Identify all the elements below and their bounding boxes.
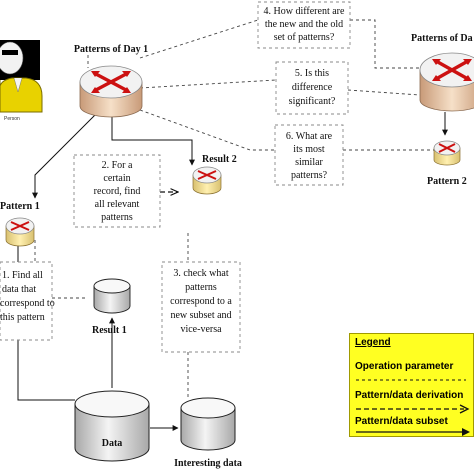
svg-text:this pattern: this pattern xyxy=(0,312,45,323)
legend-solid-arrow-icon xyxy=(356,428,470,436)
legend-dashed-arrow-icon xyxy=(356,404,470,414)
interesting-data-label: Interesting data xyxy=(174,458,242,469)
svg-text:significant?: significant? xyxy=(289,96,336,107)
dash-line-note4-to-day2 xyxy=(350,19,420,69)
legend-title: Legend xyxy=(355,337,391,348)
svg-text:the new and the old: the new and the old xyxy=(265,19,343,30)
result2-label: Result 2 xyxy=(202,154,237,165)
svg-text:correspond to: correspond to xyxy=(0,298,55,309)
dash-line-to-note4-left xyxy=(139,19,259,59)
patterns-day2-label: Patterns of Da xyxy=(411,33,473,44)
legend-dashed-line-icon xyxy=(356,379,466,381)
svg-text:1. Find all: 1. Find all xyxy=(2,270,43,281)
note-5-text: 5. Is this difference significant? xyxy=(289,68,336,107)
legend-item-derivation: Pattern/data derivation xyxy=(355,390,464,401)
pattern2-label: Pattern 2 xyxy=(427,176,467,187)
note-1-box xyxy=(0,261,53,341)
note-3-text: 3. check what patterns correspond to a n… xyxy=(170,268,232,335)
day1-to-result2-line xyxy=(111,116,195,166)
result2-router-icon xyxy=(192,166,222,195)
svg-text:similar: similar xyxy=(295,157,323,168)
svg-text:4. How different are: 4. How different are xyxy=(264,6,345,17)
svg-text:correspond to a: correspond to a xyxy=(170,296,232,307)
pattern1-router-icon xyxy=(5,217,35,247)
svg-text:certain: certain xyxy=(103,173,130,184)
svg-text:patterns?: patterns? xyxy=(291,170,328,181)
legend-item-operation-parameter: Operation parameter xyxy=(355,361,454,372)
person-label: Person xyxy=(4,116,20,122)
note-2-box xyxy=(73,154,161,228)
note-4-text: 4. How different are the new and the old… xyxy=(264,6,345,43)
legend-box: Legend Operation parameter Pattern/data … xyxy=(349,333,474,437)
svg-text:6. What are: 6. What are xyxy=(286,131,333,142)
result1-database-icon xyxy=(93,278,131,314)
pattern2-router-icon xyxy=(433,140,461,166)
person-icon xyxy=(0,40,43,113)
note-6-box xyxy=(274,124,344,186)
svg-text:3. check what: 3. check what xyxy=(173,268,228,279)
patterns-day2-router-icon xyxy=(419,52,474,112)
svg-text:vice-versa: vice-versa xyxy=(180,324,222,335)
dash-line-to-note6-left xyxy=(139,109,275,151)
dash-line-note5-to-day2 xyxy=(347,89,421,96)
legend-item-subset: Pattern/data subset xyxy=(355,416,448,427)
svg-text:data that: data that xyxy=(2,284,36,295)
patterns-day1-router-icon xyxy=(79,65,143,118)
note-4-box xyxy=(257,1,351,49)
svg-text:patterns: patterns xyxy=(185,282,217,293)
svg-text:new subset and: new subset and xyxy=(170,310,231,321)
note-1-text: 1. Find all data that correspond to this… xyxy=(0,270,55,323)
interesting-data-database-icon xyxy=(180,397,236,451)
note-2-text: 2. For a certain record, find all releva… xyxy=(94,160,141,223)
day1-to-pattern1-line xyxy=(32,111,99,199)
svg-text:2. For a: 2. For a xyxy=(102,160,133,171)
note-5-box xyxy=(275,61,349,115)
svg-text:difference: difference xyxy=(292,82,333,93)
svg-text:5. Is this: 5. Is this xyxy=(295,68,329,79)
svg-text:record, find: record, find xyxy=(94,186,141,197)
note-6-text: 6. What are its most similar patterns? xyxy=(286,131,333,181)
note-3-box xyxy=(161,261,241,353)
svg-text:its most: its most xyxy=(293,144,325,155)
svg-text:patterns: patterns xyxy=(101,212,133,223)
svg-text:all relevant: all relevant xyxy=(95,199,140,210)
dash-line-to-note5-left xyxy=(139,79,277,89)
data-label: Data xyxy=(102,438,123,449)
patterns-day1-label: Patterns of Day 1 xyxy=(74,44,148,55)
svg-text:set of patterns?: set of patterns? xyxy=(274,32,335,43)
data-database-icon xyxy=(74,390,150,462)
result1-label: Result 1 xyxy=(92,325,127,336)
pattern1-label: Pattern 1 xyxy=(0,201,40,212)
